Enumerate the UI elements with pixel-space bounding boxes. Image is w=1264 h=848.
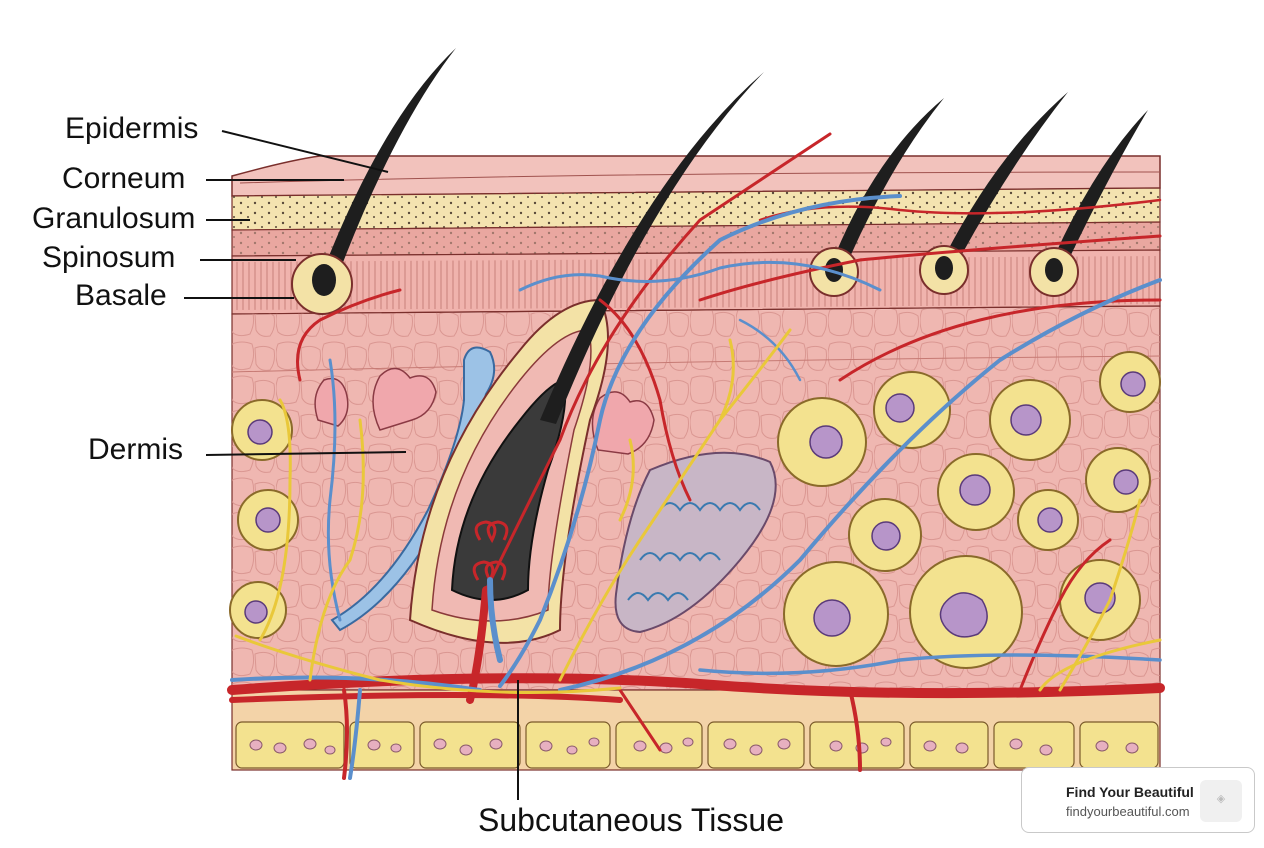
label-granulosum: Granulosum [32, 202, 196, 235]
label-basale: Basale [75, 279, 167, 312]
watermark-title: Find Your Beautiful [1066, 784, 1194, 800]
label-corneum: Corneum [62, 162, 186, 195]
label-spinosum: Spinosum [42, 241, 176, 274]
dermis-leader [205, 451, 407, 456]
small-logo-icon: ◈ [1216, 793, 1226, 805]
sweat-gland [614, 451, 777, 634]
watermark-card[interactable]: Find Your Beautiful findyourbeautiful.co… [1021, 767, 1255, 833]
label-epidermis: Epidermis [65, 112, 199, 145]
label-leader-lines [184, 130, 519, 800]
watermark-url[interactable]: findyourbeautiful.com [1066, 804, 1190, 819]
sebaceous-glands [314, 367, 655, 455]
label-subcutaneous-tissue: Subcutaneous Tissue [478, 802, 784, 838]
watermark-logo: ◈ [1200, 780, 1242, 822]
veins [230, 194, 1162, 780]
label-dermis: Dermis [88, 433, 183, 466]
corneum-layer [231, 155, 1161, 197]
sweat-duct [330, 346, 496, 632]
subcutaneous-layer [231, 689, 1161, 771]
hair-bulbs [291, 245, 1079, 315]
nerves [234, 328, 1162, 694]
hair-shafts [318, 48, 1148, 424]
fat-cell-nuclei [244, 371, 1146, 638]
epidermis-leader [221, 130, 389, 173]
